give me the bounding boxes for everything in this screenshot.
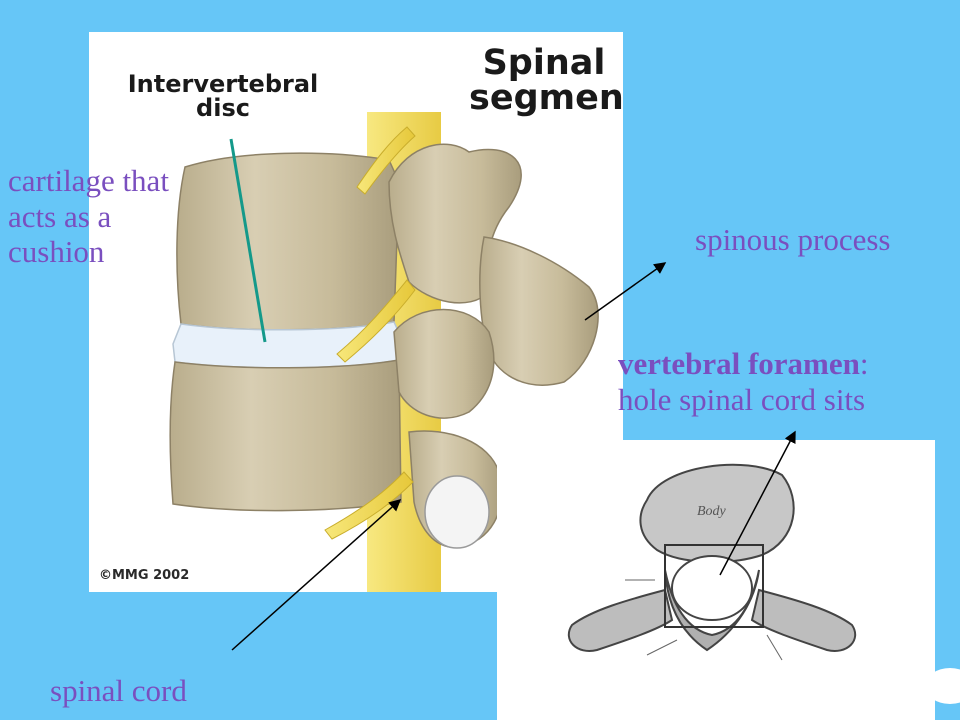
vertebral-foramen-label: vertebral foramen: hole spinal cord sits — [618, 346, 869, 417]
vertebral-foramen-arrow — [719, 430, 796, 576]
spinal-cord-label: spinal cord — [50, 673, 187, 708]
nerve-root-upper — [356, 126, 416, 195]
vertebra-illustration: Body — [497, 440, 935, 720]
cartilage-label-line1: cartilage that — [8, 163, 169, 198]
left-process — [567, 588, 674, 652]
cartilage-label: cartilage that acts as a cushion — [8, 163, 169, 270]
spinous-process-label: spinous process — [695, 222, 891, 257]
cartilage-label-line2: acts as a — [8, 198, 112, 234]
vertebra-drawing: Body — [567, 463, 857, 661]
decorative-cloud — [925, 668, 960, 704]
spinal-segment-illustration: Spinal segment Intervertebral disc ©MMG … — [89, 32, 623, 592]
spinal-segment-title-line2: segment — [469, 78, 623, 118]
spinous-process-arrow — [584, 262, 667, 321]
disc-leader-line — [229, 138, 267, 343]
vertebral-foramen — [671, 555, 753, 621]
intervertebral-disc-title-line2: disc — [196, 94, 250, 122]
pointer-line-2 — [646, 639, 678, 656]
vertebral-foramen-term: vertebral foramen — [618, 346, 860, 381]
facet-cut — [424, 475, 490, 549]
nerve-root-lower — [324, 471, 414, 540]
cartilage-label-line3: cushion — [8, 234, 105, 270]
lower-vertebral-body — [169, 359, 402, 512]
vertebra-body-label: Body — [697, 504, 727, 519]
vertebral-foramen-colon: : — [859, 346, 869, 381]
copyright-text: ©MMG 2002 — [99, 568, 190, 583]
spinal-cord-arrow — [231, 499, 402, 651]
nerve-root-middle — [336, 279, 416, 363]
intervertebral-disc-title: Intervertebral disc — [103, 72, 343, 120]
vertebral-foramen-description: hole spinal cord sits — [618, 381, 866, 417]
lower-arch — [393, 308, 495, 419]
right-process — [750, 588, 857, 652]
spinal-segment-title: Spinal segment — [469, 43, 623, 118]
vertebral-body — [639, 463, 795, 563]
vertebral-foramen-label-line1: vertebral foramen: — [618, 346, 869, 382]
pointer-line-3 — [766, 634, 783, 661]
foramen-highlight-box — [664, 544, 764, 628]
spinal-segment-title-line1: Spinal — [482, 43, 606, 83]
intervertebral-disc-title-line1: Intervertebral — [127, 70, 319, 98]
spinous-process-shape — [479, 236, 599, 386]
spinal-segment-drawing — [169, 112, 599, 592]
